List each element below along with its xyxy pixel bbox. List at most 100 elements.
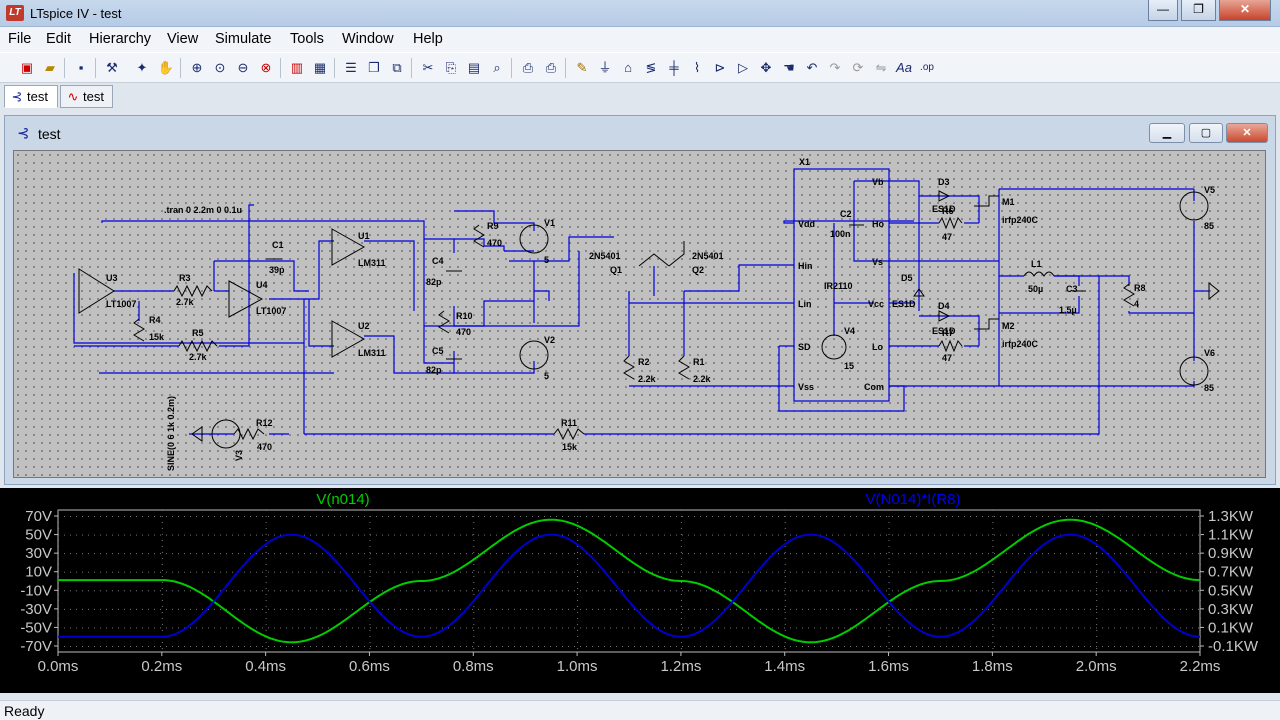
left-tick-label: 30V	[25, 545, 52, 562]
spice-directive[interactable]: .tran 0 2.2m 0 0.1u	[164, 205, 242, 215]
tab-schematic[interactable]: ⊰ test	[4, 85, 58, 108]
wire	[454, 238, 505, 251]
x-tick-label: 0.8ms	[453, 658, 494, 675]
pan-icon[interactable]: ✋	[157, 60, 175, 75]
pin-ho: Ho	[872, 219, 884, 229]
child-close-button[interactable]: ✕	[1226, 123, 1268, 143]
menu-view[interactable]: View	[167, 31, 199, 47]
pin-hin: Hin	[798, 261, 813, 271]
menu-help[interactable]: Help	[413, 31, 443, 47]
menu-bar: File Edit Hierarchy View Simulate Tools …	[0, 27, 1280, 52]
type-q2: 2N5401	[692, 251, 724, 261]
wire	[999, 296, 1080, 314]
trace-label-power[interactable]: V(N014)*I(R8)	[865, 491, 960, 508]
run-icon[interactable]: ✦	[136, 60, 148, 75]
paste-icon[interactable]: ▤	[467, 60, 481, 75]
menu-edit[interactable]: Edit	[46, 31, 71, 47]
label-v3: V3	[234, 450, 244, 461]
tile-icon[interactable]: ☰	[345, 60, 357, 75]
right-tick-label: 0.5KW	[1208, 582, 1254, 599]
title-bar: LT LTspice IV - test — ❐ ✕	[0, 0, 1280, 27]
autoscale-icon[interactable]: ▥	[290, 60, 304, 75]
right-tick-label: 0.9KW	[1208, 545, 1254, 562]
wire-icon[interactable]: ✎	[576, 60, 588, 75]
tab-waveform[interactable]: ∿ test	[60, 85, 113, 108]
ltspice-logo-icon: LT	[6, 5, 24, 21]
resistor-r3	[173, 284, 213, 298]
resistor-icon[interactable]: ≶	[645, 60, 657, 75]
capacitor-icon[interactable]: ╪	[669, 60, 679, 75]
diode-icon[interactable]: ⊳	[714, 60, 726, 75]
spice-directive-icon[interactable]: .op	[920, 62, 934, 73]
wire	[453, 351, 535, 374]
close-button[interactable]: ✕	[1219, 0, 1271, 21]
menu-window[interactable]: Window	[342, 31, 394, 47]
print-icon[interactable]: ⎙	[545, 60, 557, 75]
component-icon[interactable]: ▷	[738, 60, 748, 75]
open-icon[interactable]: ▰	[45, 60, 55, 75]
label-v6: V6	[1204, 348, 1215, 358]
save-icon[interactable]: ▪	[78, 60, 84, 75]
text-icon[interactable]: Aa	[896, 60, 912, 75]
source-function[interactable]: SINE(0 6 1k 0.2m)	[166, 396, 176, 471]
drag-icon[interactable]: ☚	[783, 60, 795, 75]
mirror-icon[interactable]: ⇋	[875, 60, 887, 75]
wire	[219, 204, 254, 347]
inductor-icon[interactable]: ⌇	[693, 60, 701, 75]
wire	[101, 220, 454, 364]
control-panel-icon[interactable]: ▣	[20, 60, 34, 75]
delete-trace-icon[interactable]: ▦	[313, 60, 327, 75]
move-icon[interactable]: ✥	[760, 60, 772, 75]
wire	[889, 180, 920, 311]
value-r5: 2.7k	[189, 352, 208, 362]
print-setup-icon[interactable]: ⎙	[522, 60, 534, 75]
wire	[73, 273, 305, 344]
right-tick-label: -0.1KW	[1208, 638, 1259, 655]
right-tick-label: 1.1KW	[1208, 527, 1254, 544]
hammer-icon[interactable]: ⚒	[106, 60, 118, 75]
menu-simulate[interactable]: Simulate	[215, 31, 272, 47]
diode-d4	[938, 310, 951, 322]
copy-icon[interactable]: ⎘	[445, 60, 457, 75]
zoom-out-all-icon[interactable]: ⊙	[214, 60, 226, 75]
label-lm311-u2: LM311	[358, 348, 386, 358]
menu-file[interactable]: File	[8, 31, 32, 47]
child-minimize-button[interactable]: ▁	[1149, 123, 1185, 143]
maximize-button[interactable]: ❐	[1181, 0, 1216, 21]
rotate-icon[interactable]: ⟳	[852, 60, 864, 75]
diode-d3	[938, 190, 951, 202]
redo-icon[interactable]: ↷	[829, 60, 841, 75]
port-in	[191, 426, 203, 442]
menu-hierarchy[interactable]: Hierarchy	[89, 31, 152, 47]
zoom-out-icon[interactable]: ⊖	[237, 60, 249, 75]
label-d4: D4	[938, 301, 950, 311]
cascade-icon[interactable]: ❐	[368, 60, 380, 75]
find-icon[interactable]: ⌕	[493, 60, 501, 75]
x-tick-label: 0.2ms	[141, 658, 182, 675]
label-v1: V1	[544, 218, 555, 228]
schematic-canvas[interactable]: .tran 0 2.2m 0 0.1u SINE(0 6 1k 0.2m) U3…	[13, 150, 1266, 478]
value-c5: 82p	[426, 365, 442, 375]
menu-tools[interactable]: Tools	[290, 31, 324, 47]
undo-icon[interactable]: ↶	[806, 60, 818, 75]
zoom-in-icon[interactable]: ⊕	[191, 60, 203, 75]
label-lt1007-u4: LT1007	[256, 306, 286, 316]
child-maximize-button[interactable]: ▢	[1189, 123, 1223, 143]
value-r6: 47	[942, 232, 952, 242]
ground-icon[interactable]: ⏚	[598, 60, 612, 75]
cut-icon[interactable]: ✂	[422, 60, 434, 75]
trace-label-vn014[interactable]: V(n014)	[316, 491, 369, 508]
right-tick-label: 0.7KW	[1208, 564, 1254, 581]
x-tick-label: 1.2ms	[660, 658, 701, 675]
schematic-window: ⊰ test ▁ ▢ ✕	[4, 115, 1276, 485]
value-r8: 4	[1134, 299, 1139, 309]
minimize-button[interactable]: —	[1148, 0, 1178, 21]
trace-power[interactable]	[58, 533, 1200, 638]
close-all-icon[interactable]: ⧉	[392, 60, 402, 75]
label-icon[interactable]: ⌂	[624, 60, 632, 75]
trace-vn014[interactable]	[58, 518, 1201, 644]
zoom-cancel-icon[interactable]: ⊗	[260, 60, 272, 75]
value-r11: 15k	[562, 442, 578, 452]
